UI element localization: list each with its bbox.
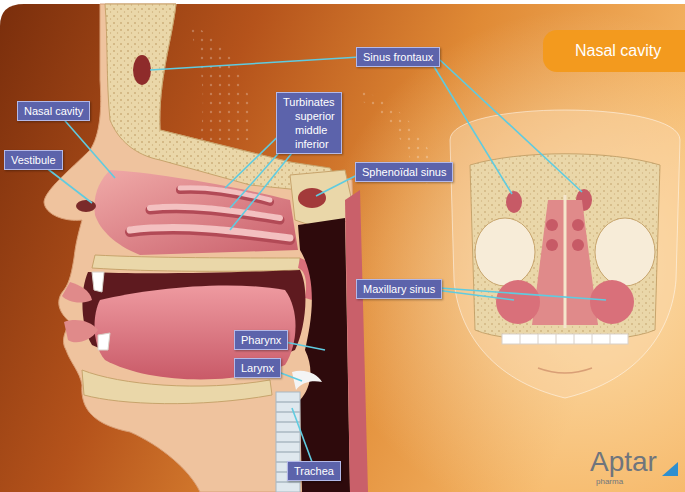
tongue [95, 285, 296, 379]
ethmoid-cell [572, 239, 584, 251]
label-text: Pharynx [241, 333, 281, 347]
nostril [76, 200, 96, 212]
label-text: middle [283, 123, 335, 137]
leader-line [440, 288, 606, 300]
label-text: Sinus frontaux [363, 50, 433, 64]
turbinate-middle [150, 207, 280, 218]
leader-line [150, 57, 360, 70]
upper-lip [62, 282, 92, 303]
label-box: Turbinatessuperiormiddleinferior [276, 92, 342, 154]
septum [564, 195, 567, 328]
ethmoid-cell [546, 239, 558, 251]
posterior-wall [345, 190, 368, 492]
label-text: Trachea [294, 464, 334, 478]
frontal-sinus [506, 191, 522, 213]
label-box: Nasal cavity [17, 101, 90, 121]
orbit [475, 218, 535, 286]
leader-line [60, 115, 115, 178]
label-text: inferior [283, 137, 335, 151]
label-box: Sinus frontaux [356, 47, 440, 67]
title-tab: Nasal cavity [543, 30, 685, 72]
label-box: Sphenoïdal sinus [355, 162, 453, 182]
leader-line [440, 60, 582, 192]
lower-tooth [98, 333, 110, 350]
orbit [595, 218, 655, 286]
backdrop-glow [320, 10, 685, 492]
skull-section [470, 154, 660, 342]
logo-word: Aptar [590, 448, 657, 476]
skull-texture [470, 154, 660, 342]
frontal-bone [105, 4, 345, 190]
label-box: Larynx [234, 358, 281, 378]
leader-line [230, 143, 300, 230]
frontal-sinus [133, 55, 151, 85]
teeth-row [502, 334, 628, 344]
label-box: Vestibule [4, 150, 63, 170]
dot-decor [185, 20, 251, 140]
teeth-lines [520, 334, 610, 344]
turbinate-inferior [130, 228, 290, 238]
head-flesh [44, 4, 362, 492]
label-text: Nasal cavity [24, 104, 83, 118]
label-box: Maxillary sinus [356, 279, 442, 299]
front-mouth [538, 368, 592, 373]
label-box: Trachea [287, 461, 341, 481]
sphenoid-sinus [298, 188, 326, 208]
maxillary-sinus [590, 280, 634, 324]
front-head-outline [450, 110, 680, 398]
label-text: Larynx [241, 361, 274, 375]
ethmoid-cell [572, 219, 584, 231]
lower-lip [64, 320, 98, 342]
bone-texture [105, 4, 345, 190]
label-heading: Turbinates [283, 95, 335, 109]
logo-subword: pharma [596, 478, 623, 486]
leader-lines [40, 57, 606, 470]
label-text: Sphenoïdal sinus [362, 165, 446, 179]
label-text: Maxillary sinus [363, 282, 435, 296]
epiglottis [292, 371, 322, 390]
label-text: Vestibule [11, 153, 56, 167]
pharynx-channel [298, 218, 350, 492]
ethmoid-cell [546, 219, 558, 231]
label-text: superior [283, 109, 335, 123]
label-box: Pharynx [234, 330, 288, 350]
upper-tooth [92, 272, 104, 292]
logo-mark [662, 462, 678, 476]
hard-palate [92, 255, 300, 271]
maxillary-sinus [496, 280, 540, 324]
